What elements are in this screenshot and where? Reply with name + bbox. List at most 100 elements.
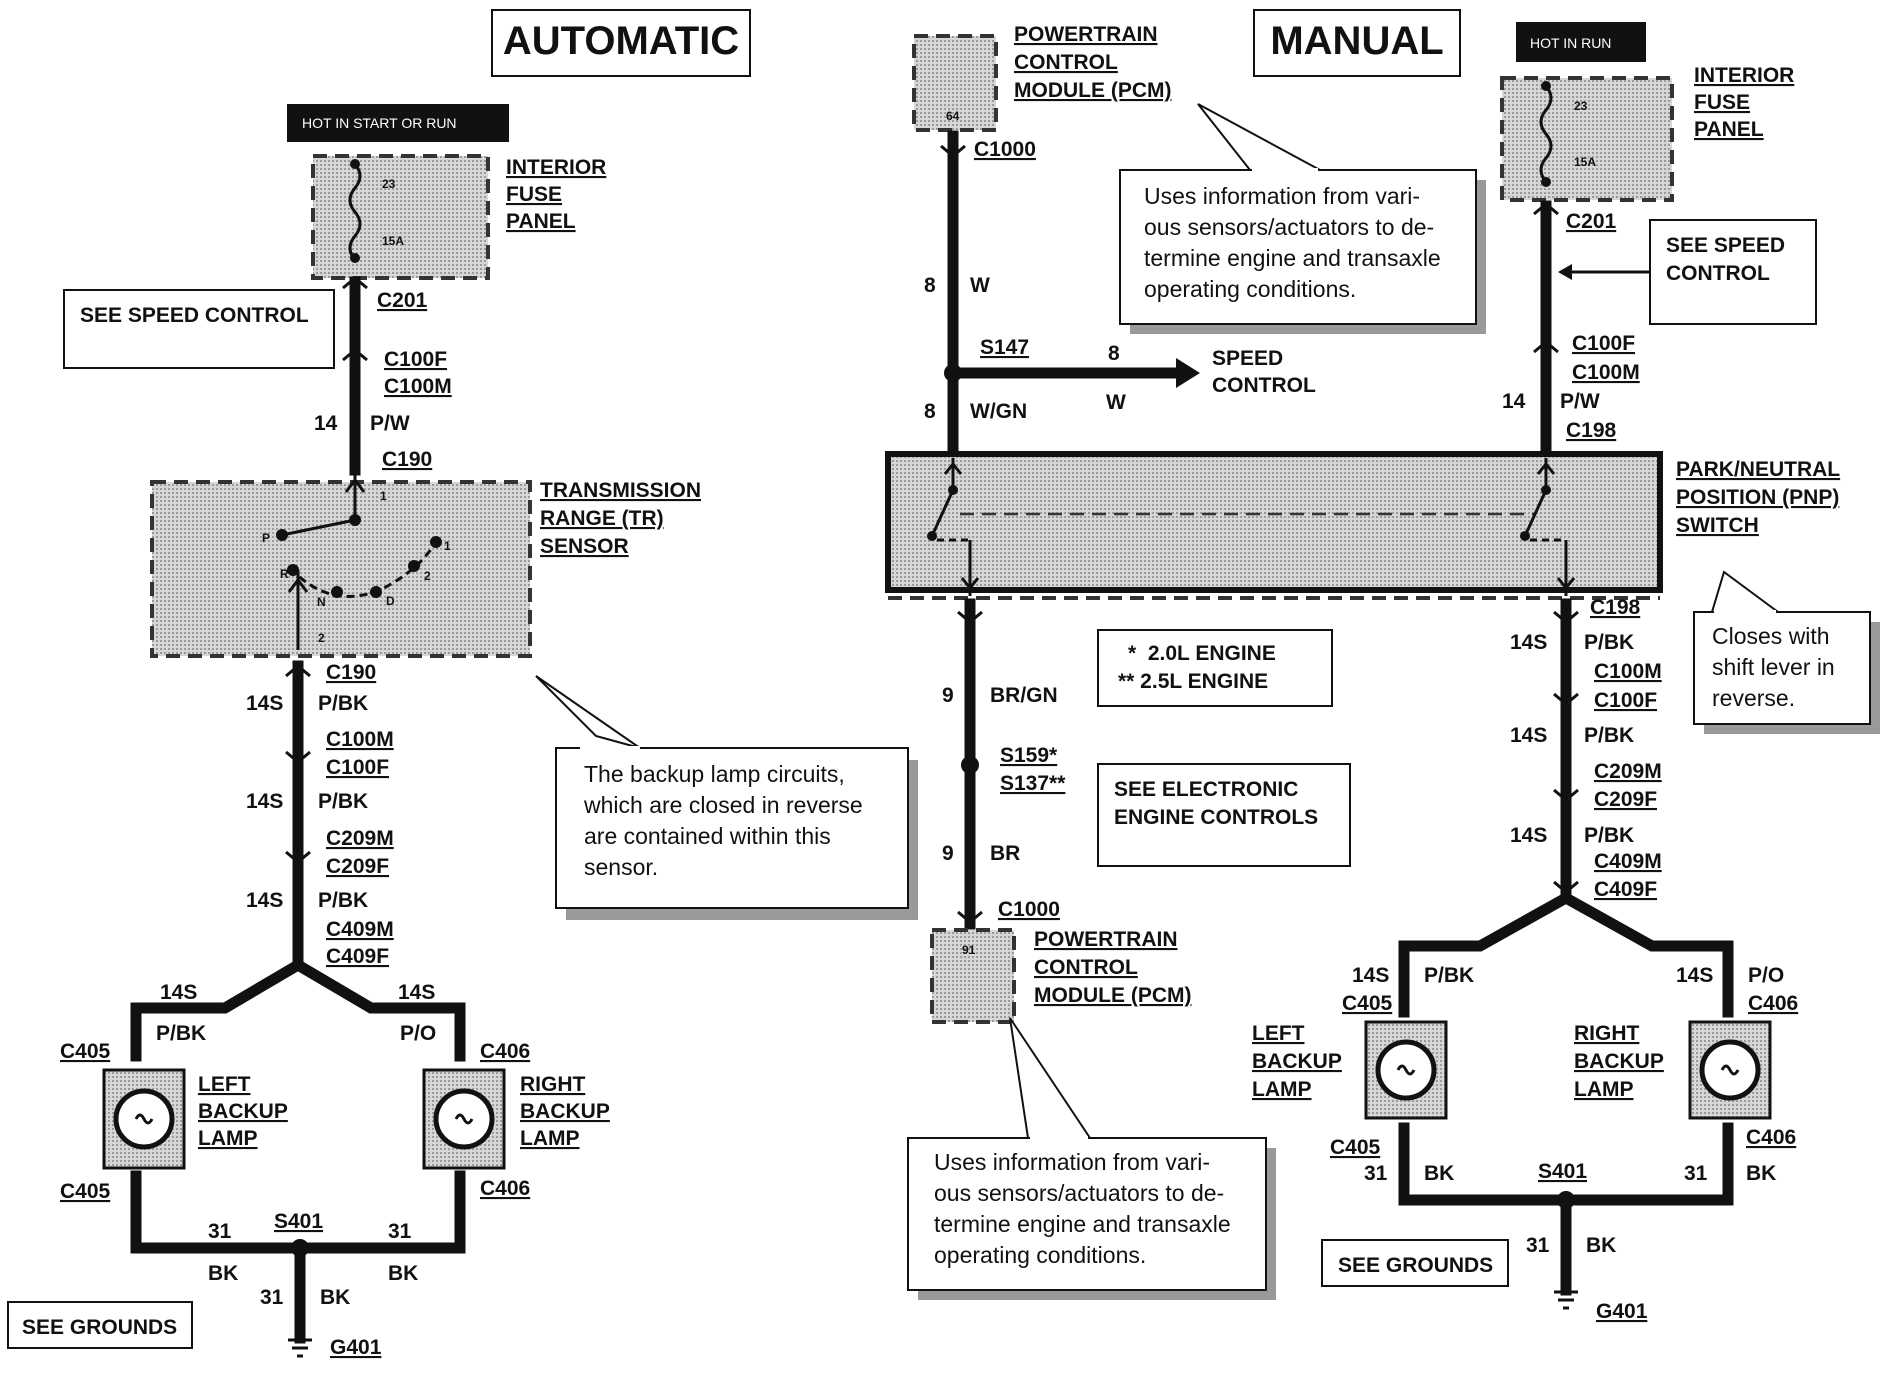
callout-bot-line-1: Uses information from vari- xyxy=(934,1149,1210,1175)
c190-top-label: C190 xyxy=(382,448,432,471)
gauge-8-bottom: 8 xyxy=(924,400,936,423)
tr-sensor-label-2: RANGE (TR) xyxy=(540,507,664,530)
see-eec-box xyxy=(1097,763,1351,867)
c1000-top-label: C1000 xyxy=(974,138,1036,161)
left-lamp-label-1: LEFT xyxy=(198,1073,251,1096)
callout-top-line-2: ous sensors/actuators to de- xyxy=(1144,214,1434,240)
tr-pin-2: 2 xyxy=(318,631,325,645)
gauge-31-ground: 31 xyxy=(260,1286,284,1309)
bk-left: BK xyxy=(208,1262,238,1285)
fuse-panel-label-3: PANEL xyxy=(506,210,576,233)
manual-14s-2: 14S xyxy=(1510,724,1547,747)
automatic-title-box xyxy=(491,9,751,77)
manual-bk-right: BK xyxy=(1746,1162,1776,1185)
pcm-top-callout xyxy=(1119,169,1477,325)
callout-line-2: which are closed in reverse xyxy=(583,792,863,818)
pnp-callout-2: shift lever in xyxy=(1712,654,1835,680)
hot-in-run-bar xyxy=(1516,22,1646,62)
manual-title-box xyxy=(1253,9,1461,77)
callout-line-1: The backup lamp circuits, xyxy=(584,761,845,787)
transmission-range-sensor xyxy=(150,480,532,658)
bk-ground: BK xyxy=(320,1286,350,1309)
right-lamp-label-1: RIGHT xyxy=(520,1073,586,1096)
manual-g401-label: G401 xyxy=(1596,1300,1648,1323)
manual-31-ground: 31 xyxy=(1526,1234,1550,1257)
callout-top-line-3: termine engine and transaxle xyxy=(1144,245,1441,271)
tr-sensor-label-3: SENSOR xyxy=(540,535,629,558)
see-speed-manual-2: CONTROL xyxy=(1666,262,1770,285)
c209m-label: C209M xyxy=(326,827,394,850)
pnp-contacts-right xyxy=(1520,458,1576,596)
manual-s401-label: S401 xyxy=(1538,1160,1587,1183)
c406-bottom: C406 xyxy=(480,1177,530,1200)
manual-c406-top: C406 xyxy=(1748,992,1798,1015)
g401-label: G401 xyxy=(330,1336,382,1359)
gauge-14s-left: 14S xyxy=(160,981,197,1004)
fuse-panel-manual-label-3: PANEL xyxy=(1694,118,1764,141)
right-lamp-label-3: LAMP xyxy=(520,1127,580,1150)
gauge-14s-2: 14S xyxy=(246,790,283,813)
manual-pbk-1: P/BK xyxy=(1584,631,1634,654)
manual-right-lamp-2: BACKUP xyxy=(1574,1050,1664,1073)
right-lamp-label-2: BACKUP xyxy=(520,1100,610,1123)
see-grounds-box xyxy=(7,1301,193,1349)
c405-top: C405 xyxy=(60,1040,111,1063)
fuse-icon xyxy=(348,163,362,261)
callout-bot-line-3: termine engine and transaxle xyxy=(934,1211,1231,1237)
pcm-top xyxy=(912,34,998,132)
bk-right: BK xyxy=(388,1262,418,1285)
manual-right-lamp-1: RIGHT xyxy=(1574,1022,1640,1045)
see-eec-1: SEE ELECTRONIC xyxy=(1114,778,1298,801)
tr-pos-2: 2 xyxy=(424,569,431,583)
c209f-label: C209F xyxy=(326,855,389,878)
fuse-panel-label-2: FUSE xyxy=(506,183,562,206)
automatic-section: AUTOMATIC HOT IN START OR RUN 23 15A INT… xyxy=(7,9,918,1359)
brgn-color: BR/GN xyxy=(990,684,1058,707)
c201-label: C201 xyxy=(377,289,428,312)
interior-fuse-panel-manual xyxy=(1500,76,1674,202)
manual-14s-right: 14S xyxy=(1676,964,1713,987)
gauge-14-label: 14 xyxy=(314,412,338,435)
po-right: P/O xyxy=(400,1022,436,1045)
see-speed-manual-1: SEE SPEED xyxy=(1666,234,1785,257)
manual-right-lamp-3: LAMP xyxy=(1574,1078,1634,1101)
engine-legend-2: ** 2.5L ENGINE xyxy=(1118,670,1268,693)
interior-fuse-panel-auto xyxy=(311,154,490,280)
see-speed-control-box xyxy=(63,289,335,369)
w-color-speed: W xyxy=(1106,391,1126,414)
c100m-manual-lower: C100M xyxy=(1594,660,1662,683)
gauge-31-left: 31 xyxy=(208,1220,232,1243)
fuse-icon xyxy=(1539,85,1553,183)
manual-po-right: P/O xyxy=(1748,964,1784,987)
pw-color-label: P/W xyxy=(370,412,410,435)
c198-bottom-label: C198 xyxy=(1590,596,1641,619)
manual-bk-left: BK xyxy=(1424,1162,1454,1185)
c409m-manual: C409M xyxy=(1594,850,1662,873)
engine-legend-1: * 2.0L ENGINE xyxy=(1128,642,1276,665)
arrow-left-icon xyxy=(1558,264,1572,280)
fuse-amperage-manual: 15A xyxy=(1574,155,1596,169)
gauge-14-manual: 14 xyxy=(1502,390,1526,413)
manual-c405-top: C405 xyxy=(1342,992,1393,1015)
c409f-label: C409F xyxy=(326,945,389,968)
hot-in-start-or-run-bar xyxy=(287,104,509,142)
gauge-9-top: 9 xyxy=(942,684,954,707)
manual-c406-bottom: C406 xyxy=(1746,1126,1796,1149)
c409f-manual: C409F xyxy=(1594,878,1657,901)
tr-pin-1: 1 xyxy=(380,489,387,503)
see-speed-control-manual-box xyxy=(1649,219,1817,325)
manual-14s-3: 14S xyxy=(1510,824,1547,847)
tr-pos-p: P xyxy=(262,531,270,545)
tr-pos-1: 1 xyxy=(444,539,451,553)
pnp-label-3: SWITCH xyxy=(1676,514,1759,537)
manual-left-lamp-3: LAMP xyxy=(1252,1078,1312,1101)
gauge-8-top: 8 xyxy=(924,274,936,297)
pcm-bottom-label-3: MODULE (PCM) xyxy=(1034,984,1191,1007)
pnp-label-1: PARK/NEUTRAL xyxy=(1676,458,1840,481)
s137-label: S137** xyxy=(1000,772,1066,795)
manual-left-lamp-1: LEFT xyxy=(1252,1022,1305,1045)
pcm-top-label-2: CONTROL xyxy=(1014,51,1118,74)
c1000-bottom-label: C1000 xyxy=(998,898,1060,921)
c100f-lower-label: C100F xyxy=(326,756,389,779)
